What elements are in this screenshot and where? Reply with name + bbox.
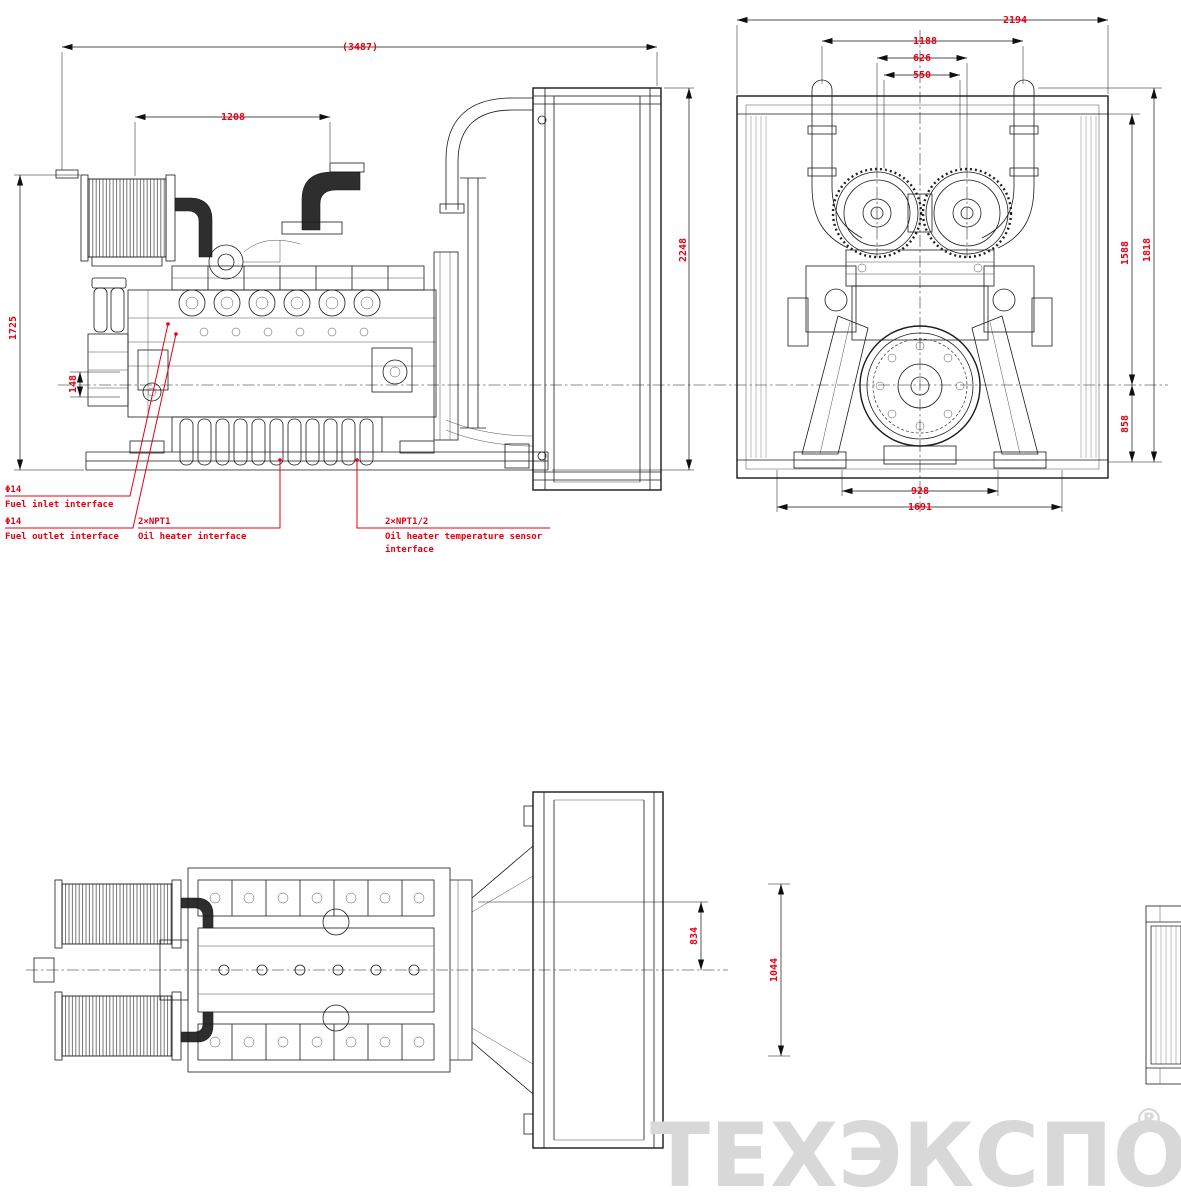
dim-side-148-group: 148 xyxy=(68,371,120,398)
top-engine-block xyxy=(33,867,473,1073)
callout-fuel-inlet-size: Φ14 xyxy=(5,485,22,495)
dim-front-626-group: 626 xyxy=(876,53,968,166)
dim-side-height-2248: 2248 xyxy=(678,238,689,262)
front-exhaust-stacks xyxy=(807,79,1039,249)
callout-oil-heater-sensor-label-1: Oil heater temperature sensor xyxy=(385,531,543,542)
dim-front-1818-group: 1818 xyxy=(1038,87,1162,462)
top-view-drawing xyxy=(26,791,728,1149)
top-fan-shroud xyxy=(471,845,534,1095)
dim-front-1691-group: 1691 xyxy=(776,470,1063,513)
side-view-drawing xyxy=(55,87,662,491)
top-view-dimensions: 834 1044 xyxy=(478,883,790,1057)
callout-fuel-inlet-label: Fuel inlet interface xyxy=(5,499,114,510)
partial-right-view xyxy=(1145,905,1181,1085)
callout-oil-heater: 2×NPT1 Oil heater interface xyxy=(138,458,282,542)
side-fuel-filters xyxy=(87,277,129,407)
dim-front-626: 626 xyxy=(913,53,931,64)
callout-fuel-outlet-label: Fuel outlet interface xyxy=(5,531,119,542)
leader-fuel-inlet xyxy=(5,323,169,497)
front-view-drawing xyxy=(736,30,1109,512)
dim-front-1588: 1588 xyxy=(1120,241,1131,265)
callout-fuel-outlet: Φ14 Fuel outlet interface xyxy=(5,332,178,542)
side-radiator-hoses xyxy=(439,97,534,447)
dim-side-height-1725-group: 1725 xyxy=(8,174,84,471)
callout-oil-heater-sensor-size: 2×NPT1/2 xyxy=(385,517,428,527)
leader-oil-heater xyxy=(138,460,281,529)
side-view-dimensions: (3487) 1208 1725 148 2248 xyxy=(8,42,694,471)
dim-top-1044: 1044 xyxy=(769,958,780,982)
side-air-filter xyxy=(55,169,213,267)
callout-fuel-outlet-size: Φ14 xyxy=(5,517,22,527)
side-flywheel-housing xyxy=(433,177,486,441)
dim-top-834-group: 834 xyxy=(478,901,708,970)
side-valve-covers xyxy=(171,265,425,291)
dim-front-928: 928 xyxy=(911,486,929,497)
front-centerlines xyxy=(876,30,968,512)
dim-front-858: 858 xyxy=(1120,415,1131,433)
side-base-frame xyxy=(85,440,549,471)
callout-fuel-inlet: Φ14 Fuel inlet interface xyxy=(5,322,170,510)
dim-front-overall-width: 2194 xyxy=(1003,15,1027,26)
dim-front-1818: 1818 xyxy=(1142,238,1153,262)
dim-front-1691: 1691 xyxy=(908,502,932,513)
side-radiator xyxy=(532,87,662,491)
dim-side-height-1725: 1725 xyxy=(8,316,19,340)
front-view-dimensions: 2194 1188 626 550 1588 858 1818 928 1691 xyxy=(736,15,1162,513)
dim-side-overall-length: (3487) xyxy=(342,42,378,53)
callout-oil-heater-label: Oil heater interface xyxy=(138,531,247,542)
dim-side-overall-length-group: (3487) xyxy=(61,42,658,170)
dim-front-overall-width-group: 2194 xyxy=(736,15,1109,94)
dim-side-1208: 1208 xyxy=(221,112,245,123)
front-radiator-frame xyxy=(736,95,1109,479)
leader-fuel-outlet xyxy=(5,333,177,529)
callout-oil-heater-sensor-label-2: interface xyxy=(385,544,434,555)
leader-oil-heater-sensor xyxy=(356,460,550,529)
dim-front-858-group: 858 xyxy=(1108,385,1162,463)
dim-front-1188: 1188 xyxy=(913,36,937,47)
callout-oil-heater-size: 2×NPT1 xyxy=(138,517,171,527)
dim-side-148: 148 xyxy=(68,375,79,393)
watermark: ТЕХЭКСПО ® xyxy=(650,1103,1181,1200)
top-air-filter-upper xyxy=(54,879,214,949)
dim-front-1188-group: 1188 xyxy=(821,36,1024,84)
dim-top-834: 834 xyxy=(689,927,700,945)
side-turbo-piping xyxy=(208,162,365,280)
dim-side-1208-group: 1208 xyxy=(134,112,331,176)
dim-top-1044-group: 1044 xyxy=(768,883,790,1057)
dim-front-550: 550 xyxy=(913,70,931,81)
side-oil-pan xyxy=(171,416,383,466)
top-air-filter-lower xyxy=(54,991,214,1061)
side-cylinder-block xyxy=(127,289,437,418)
callout-oil-heater-sensor: 2×NPT1/2 Oil heater temperature sensor i… xyxy=(355,458,550,555)
dim-front-928-group: 928 xyxy=(841,470,999,497)
dim-front-550-group: 550 xyxy=(883,70,961,168)
watermark-text: ТЕХЭКСПО xyxy=(650,1104,1181,1200)
dim-front-1588-group: 1588 xyxy=(1108,113,1140,385)
dim-side-height-2248-group: 2248 xyxy=(552,87,694,471)
top-radiator xyxy=(523,791,664,1149)
registered-trademark-symbol: ® xyxy=(1134,1103,1164,1138)
side-view-callouts: Φ14 Fuel inlet interface Φ14 Fuel outlet… xyxy=(5,322,550,555)
